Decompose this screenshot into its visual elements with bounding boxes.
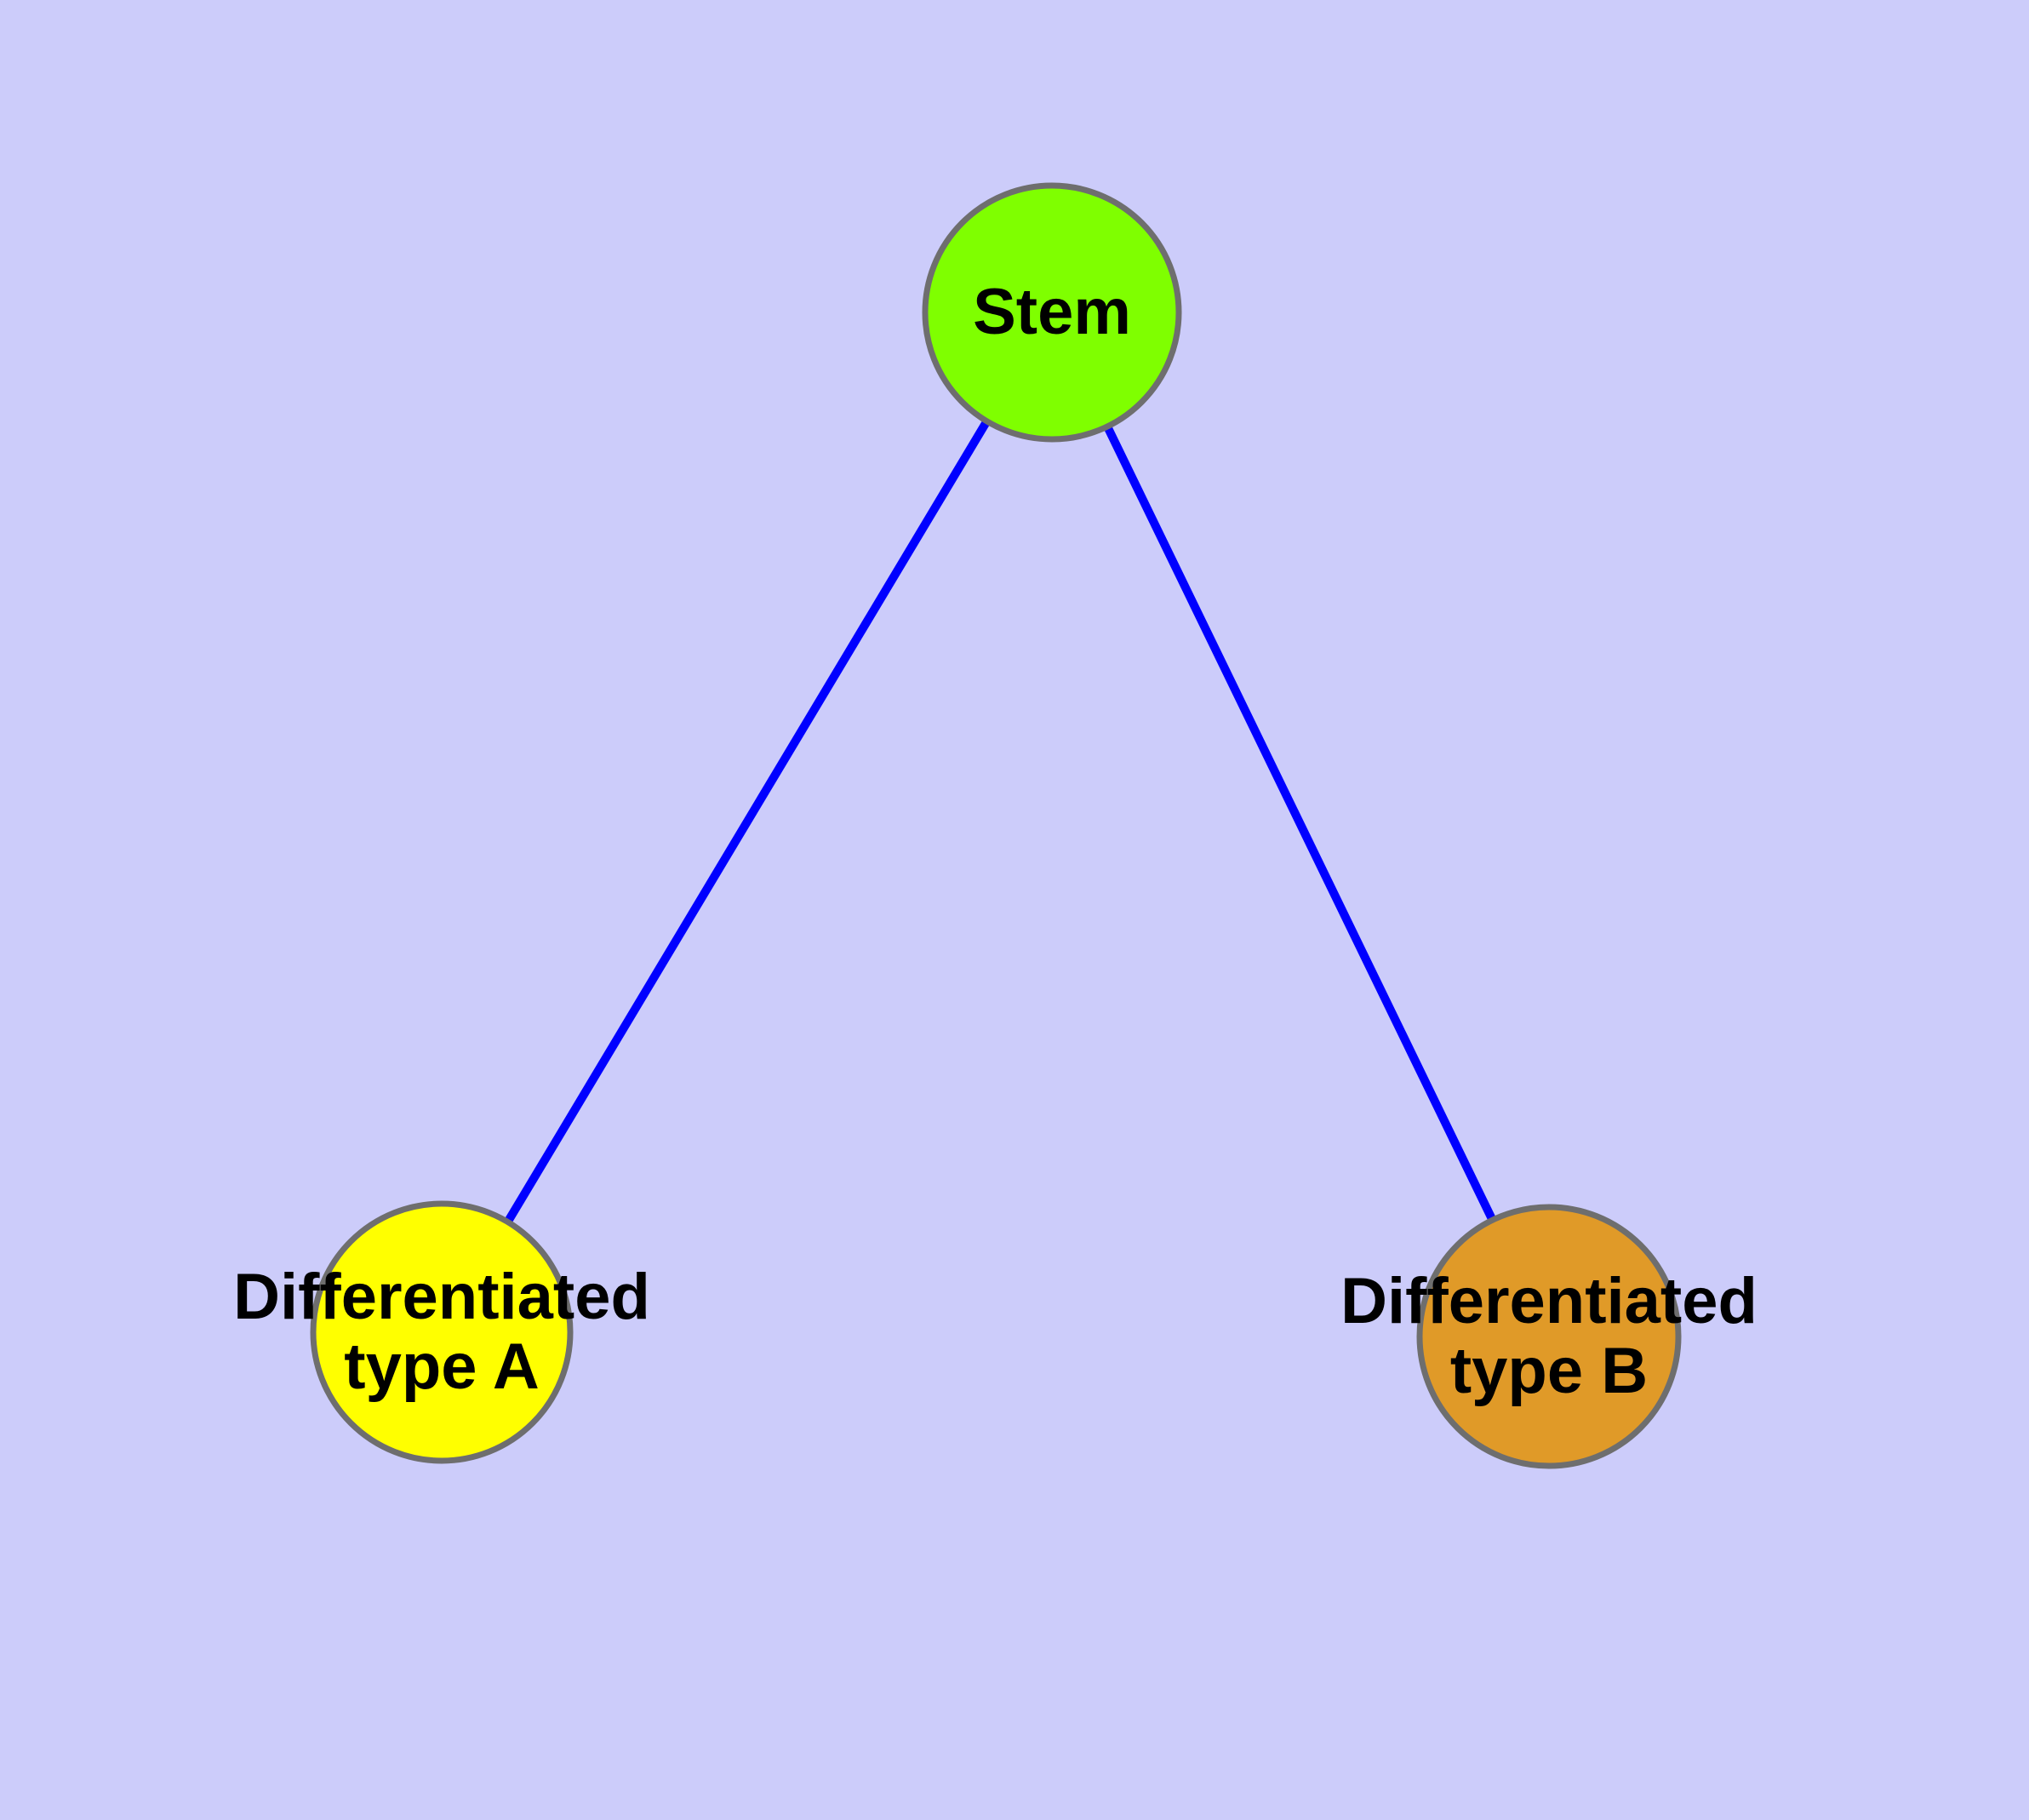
node-stem[interactable]: [922, 182, 1182, 443]
node-diff_a[interactable]: [310, 1200, 574, 1464]
node-diff_b[interactable]: [1416, 1204, 1682, 1469]
edge-stem-b[interactable]: [1101, 421, 1498, 1226]
edge-stem-a[interactable]: [502, 415, 992, 1228]
edges-group: [502, 415, 1498, 1228]
nodes-group: [310, 182, 1682, 1469]
